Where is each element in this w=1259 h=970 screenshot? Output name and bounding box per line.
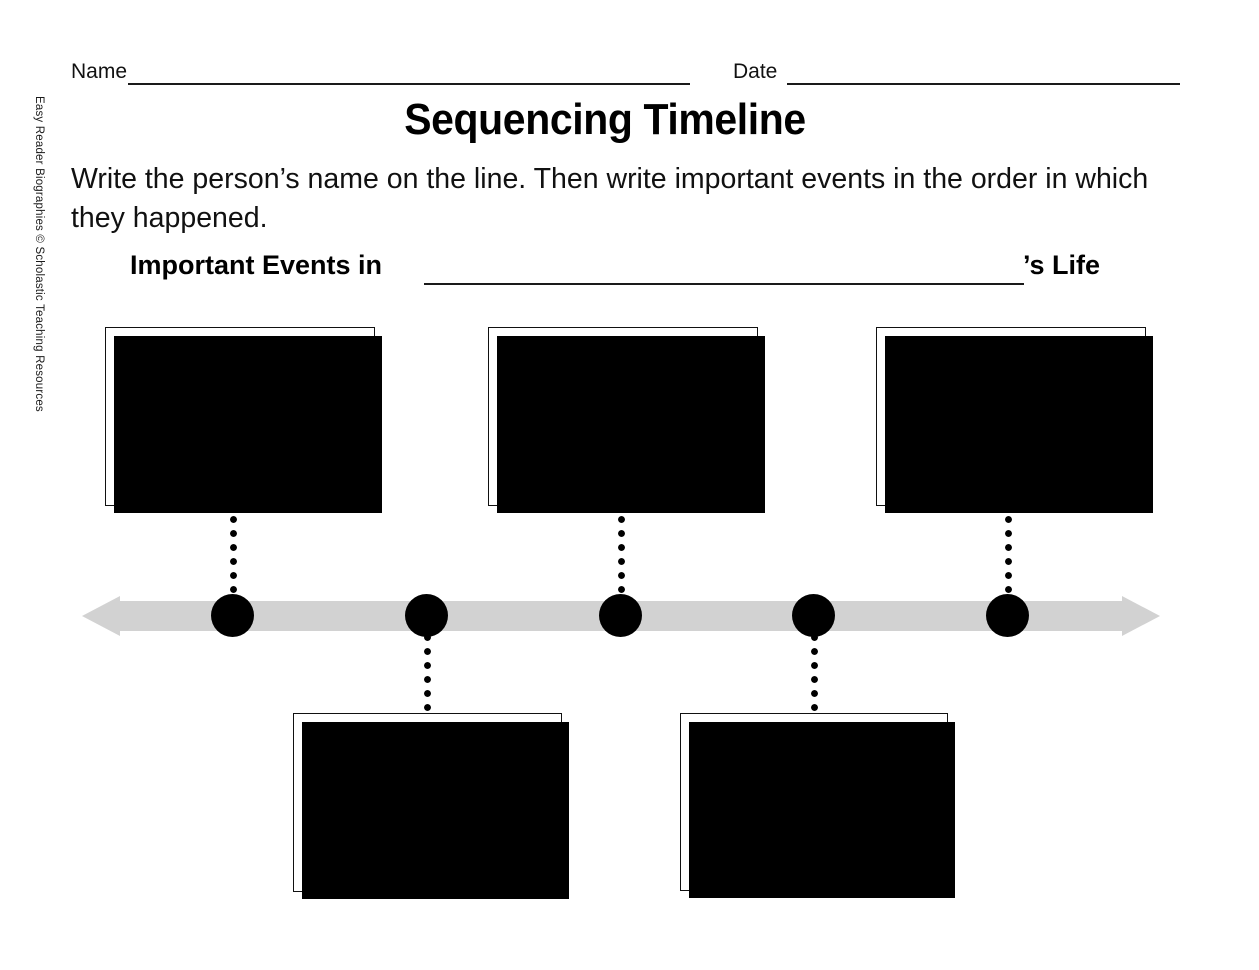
name-label: Name (71, 60, 128, 83)
connector-box-4 (423, 634, 431, 714)
timeline-marker-1[interactable] (211, 594, 254, 637)
connector-box-2 (617, 516, 625, 600)
name-input-line[interactable] (128, 83, 690, 85)
event-box-3[interactable] (876, 327, 1153, 513)
event-box-2[interactable] (488, 327, 765, 513)
date-input-line[interactable] (787, 83, 1180, 85)
timeline-marker-3[interactable] (599, 594, 642, 637)
event-box-5[interactable] (680, 713, 955, 898)
instructions-text: Write the person’s name on the line. The… (71, 163, 1149, 234)
connector-box-5 (810, 634, 818, 714)
subtitle-suffix: ’s Life (1023, 250, 1101, 280)
person-name-input-line[interactable] (424, 283, 1024, 285)
page-title: Sequencing Timeline (404, 95, 806, 144)
connector-box-3 (1004, 516, 1012, 600)
date-label: Date (733, 60, 778, 83)
event-box-1[interactable] (105, 327, 382, 513)
timeline-marker-4[interactable] (792, 594, 835, 637)
timeline-marker-5[interactable] (986, 594, 1029, 637)
subtitle-row: Important Events in ’s Life (130, 250, 1130, 288)
connector-box-1 (229, 516, 237, 600)
subtitle-prefix: Important Events in (130, 250, 383, 280)
timeline-marker-2[interactable] (405, 594, 448, 637)
event-box-4[interactable] (293, 713, 569, 899)
